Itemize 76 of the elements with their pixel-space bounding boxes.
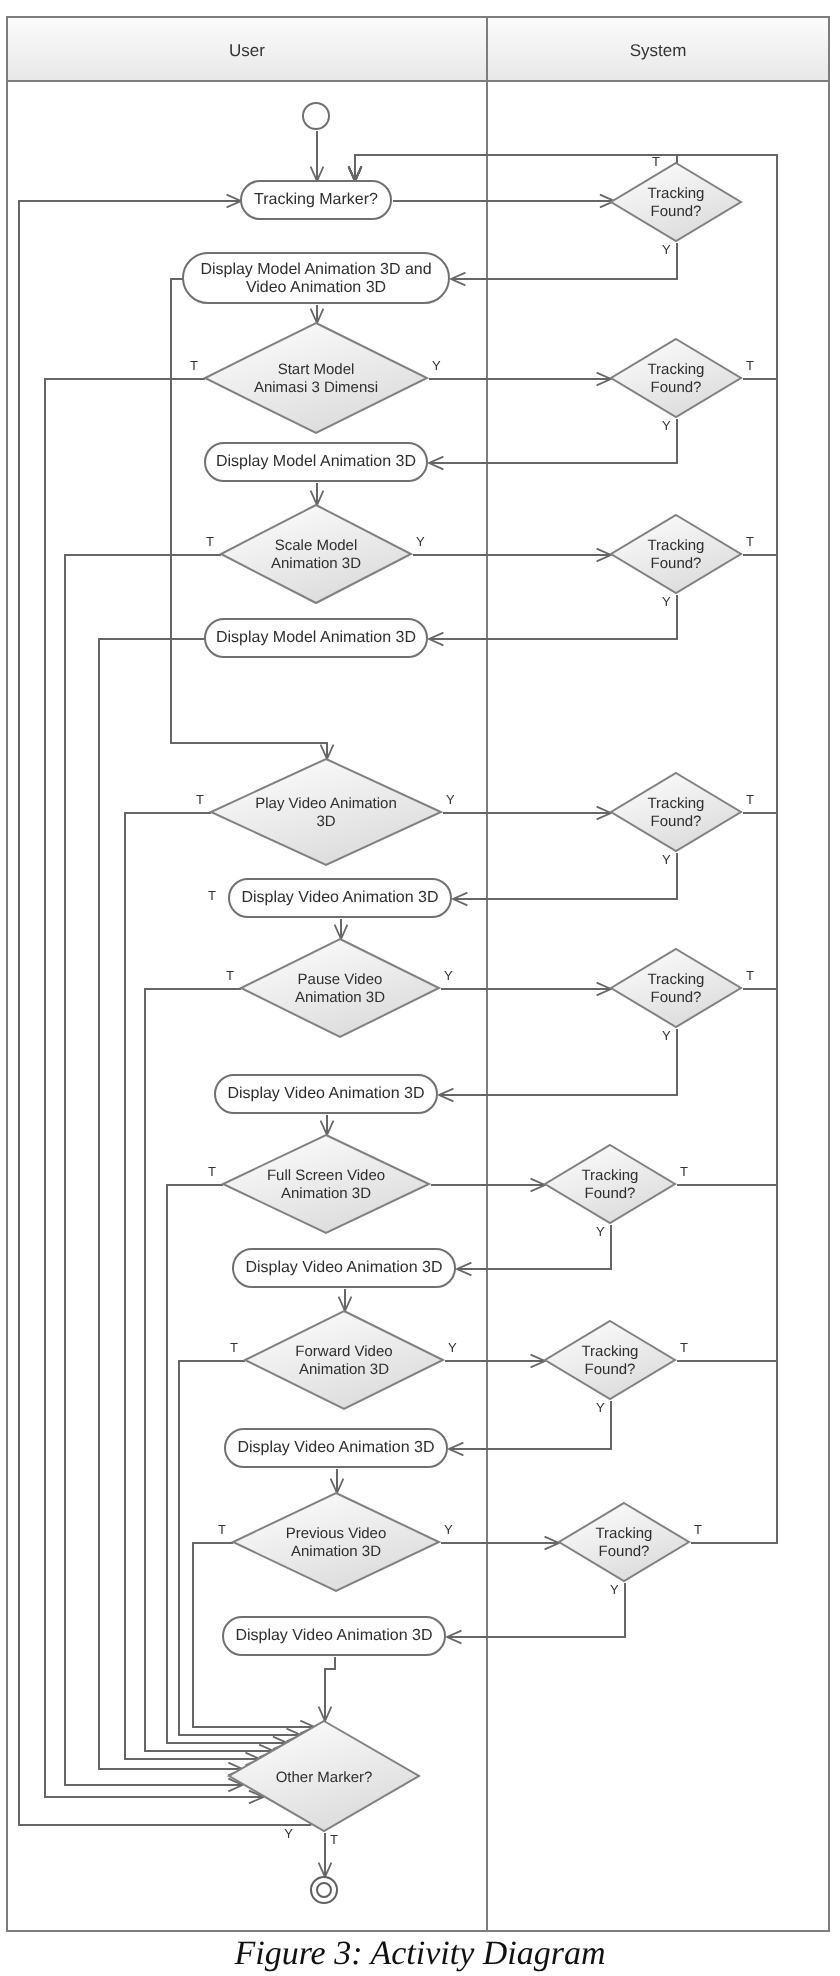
- decision-diamond: [232, 1492, 440, 1592]
- flow-arrow: [64, 554, 244, 1793]
- decision-diamond: [210, 758, 442, 866]
- flow-arrow: [442, 805, 612, 821]
- flow-arrow: [440, 981, 612, 997]
- flow-arrow: [166, 1184, 289, 1751]
- flow-arrow: [448, 1400, 612, 1457]
- flow-arrow: [438, 1028, 678, 1103]
- flow-arrow: [309, 304, 325, 324]
- swimlane: [6, 16, 488, 1932]
- decision-diamond: [610, 338, 742, 418]
- activity-label: Display Video Animation 3D: [235, 1626, 433, 1646]
- activity-node: [204, 618, 428, 658]
- flow-arrow: [44, 378, 265, 1805]
- flow-arrow: [430, 1177, 546, 1193]
- flow-arrow: [178, 1360, 302, 1743]
- lane-header: System: [488, 18, 828, 82]
- activity-label: Display Video Animation 3D: [237, 1438, 435, 1458]
- decision-diamond: [610, 514, 742, 594]
- activity-node: [224, 1428, 448, 1468]
- flow-arrow: [98, 638, 244, 1777]
- swimlane: [486, 16, 830, 1932]
- decision-diamond: [558, 1502, 690, 1582]
- activity-label: Display Video Animation 3D: [227, 1084, 425, 1104]
- flow-arrow: [428, 418, 678, 471]
- activity-node: [222, 1616, 446, 1656]
- flow-arrow: [144, 988, 275, 1759]
- flow-arrow: [428, 594, 678, 647]
- decision-diamond: [220, 504, 412, 604]
- start-node: [302, 102, 330, 130]
- decision-diamond: [228, 1720, 420, 1832]
- figure-caption: Figure 3: Activity Diagram: [232, 1934, 608, 1974]
- flow-arrow: [428, 371, 612, 387]
- activity-node: [228, 878, 452, 918]
- end-node: [310, 1876, 338, 1904]
- decision-diamond: [610, 162, 742, 242]
- flow-arrow: [329, 1468, 345, 1494]
- decision-diamond: [610, 948, 742, 1028]
- flow-arrow: [440, 1535, 560, 1551]
- flow-arrow: [333, 918, 349, 940]
- flow-arrow: [452, 852, 678, 907]
- flow-arrow: [317, 1656, 336, 1722]
- activity-node: [214, 1074, 438, 1114]
- flow-arrow: [412, 547, 612, 563]
- flow-arrow: [444, 1353, 546, 1369]
- flow-arrow: [317, 1832, 333, 1878]
- activity-node: [240, 180, 392, 220]
- decision-diamond: [610, 772, 742, 852]
- flow-arrow: [124, 812, 261, 1767]
- flow-arrow: [170, 278, 335, 760]
- decision-diamond: [240, 938, 440, 1038]
- activity-node: [232, 1248, 456, 1288]
- activity-label: Display Model Animation 3D and Video Animation 3D: [198, 259, 434, 297]
- flow-arrow: [456, 1224, 612, 1277]
- decision-diamond: [544, 1320, 676, 1400]
- activity-label: Display Model Animation 3D: [215, 452, 417, 472]
- flow-arrow: [309, 130, 325, 182]
- flow-arrow: [446, 1582, 626, 1645]
- activity-node: [182, 252, 450, 304]
- activity-label: Display Video Animation 3D: [245, 1258, 443, 1278]
- lane-header: User: [8, 18, 486, 82]
- flow-arrow: [309, 482, 325, 506]
- flow-arrow: [18, 193, 313, 1826]
- activity-label: Tracking Marker?: [254, 190, 378, 210]
- flow-arrow: [392, 193, 616, 209]
- decision-diamond: [222, 1134, 430, 1234]
- flow-arrow: [319, 1114, 335, 1136]
- decision-diamond: [544, 1144, 676, 1224]
- activity-label: Display Model Animation 3D: [215, 628, 417, 648]
- decision-diamond: [204, 322, 428, 434]
- flow-arrow: [337, 1288, 353, 1312]
- decision-diamond: [244, 1310, 444, 1410]
- activity-node: [204, 442, 428, 482]
- activity-label: Display Video Animation 3D: [241, 888, 439, 908]
- flow-arrow: [192, 1542, 316, 1735]
- flow-arrow: [450, 242, 678, 287]
